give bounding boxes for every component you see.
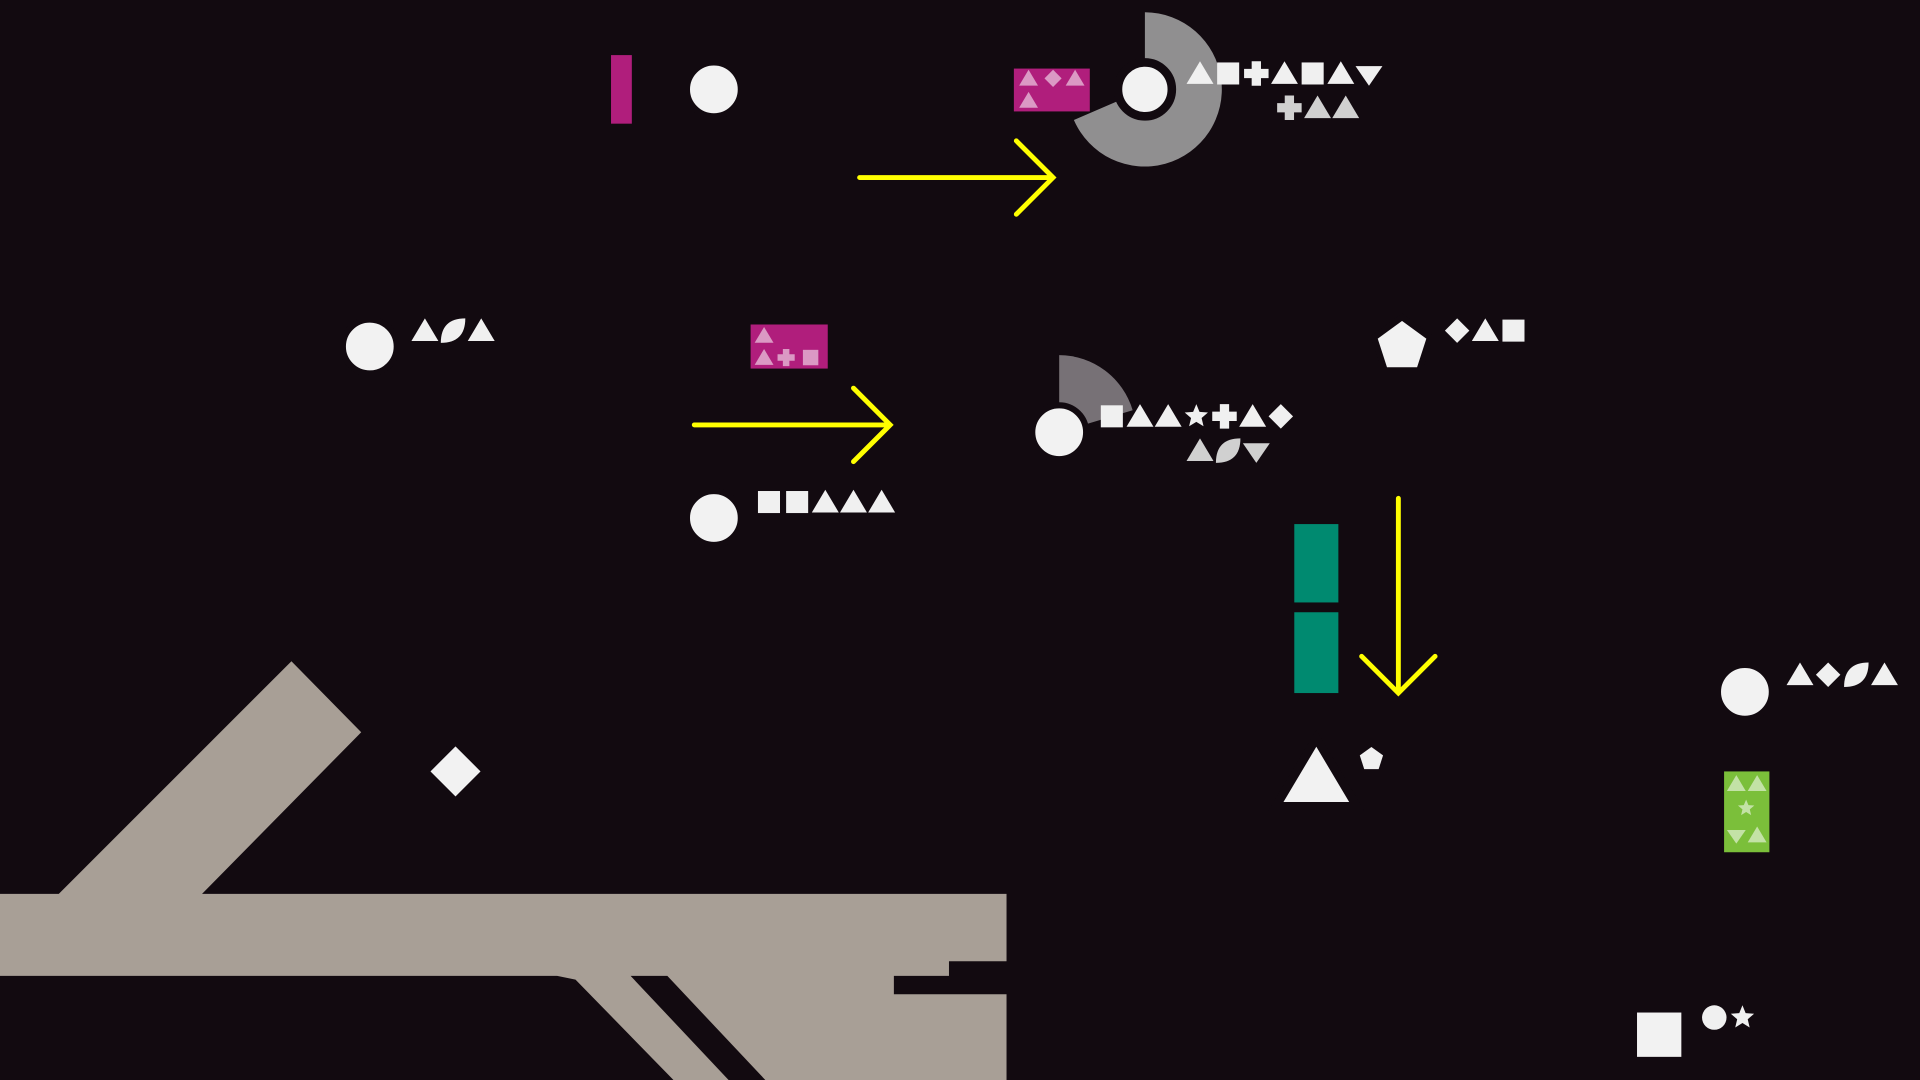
square-passenger-icon	[757, 491, 780, 514]
annotation-arrows	[691, 138, 1438, 697]
station-diamond-station[interactable]	[421, 737, 490, 806]
triangle-passenger-icon	[1271, 61, 1298, 84]
triangle-passenger-icon	[1304, 95, 1332, 119]
triangle-train-passenger-icon	[1019, 91, 1038, 108]
stations	[339, 58, 1775, 1066]
magenta-line-terminus	[611, 55, 632, 124]
train-teal-car-2[interactable]	[1294, 612, 1339, 694]
circle-station-icon	[1714, 661, 1775, 722]
star-passenger-icon	[1730, 1005, 1755, 1028]
circle-station-icon	[683, 59, 744, 120]
circle-station-icon	[1113, 58, 1177, 121]
circle-passenger-icon	[1702, 1005, 1727, 1030]
circle-station-icon	[339, 316, 400, 377]
station-triangle-interchange[interactable]	[1268, 729, 1365, 811]
land-area	[0, 661, 1007, 1080]
triangle-train-passenger-icon	[1747, 775, 1767, 791]
square-passenger-icon	[1217, 62, 1240, 85]
station-pentagon-station[interactable]	[1370, 313, 1434, 374]
cross-passenger-icon	[1244, 61, 1269, 86]
arrow-down-icon	[1359, 495, 1438, 697]
diamond-passenger-icon	[1815, 662, 1841, 687]
triangle-passenger-icon	[1471, 318, 1499, 342]
gem-passenger-icon	[1355, 66, 1383, 86]
triangle-passenger-icon	[1186, 61, 1214, 84]
square-station-icon	[1628, 1003, 1690, 1066]
triangle-train-passenger-icon	[1726, 775, 1746, 791]
triangle-train-passenger-icon	[754, 348, 774, 365]
triangle-passenger-icon	[1332, 95, 1360, 119]
station-circle-middle[interactable]	[1029, 402, 1090, 463]
square-passenger-icon	[1301, 62, 1324, 85]
square-train-passenger-icon	[802, 349, 819, 366]
diamond-station-icon	[421, 737, 490, 806]
triangle-passenger-icon	[1239, 404, 1267, 427]
cross-passenger-icon	[1277, 95, 1302, 120]
triangle-passenger-icon	[811, 489, 839, 513]
diamond-passenger-icon	[1268, 404, 1294, 429]
diamond-passenger-icon	[1444, 318, 1470, 343]
cross-train-passenger-icon	[777, 348, 795, 367]
square-passenger-icon	[1100, 405, 1123, 428]
gem-train-passenger-icon	[1726, 829, 1746, 844]
arrow-right-icon	[691, 385, 894, 465]
triangle-passenger-icon	[1186, 438, 1214, 462]
station-circle-top-interchange[interactable]	[1113, 58, 1177, 121]
triangle-train-passenger-icon	[1065, 69, 1085, 86]
train-teal-car-1[interactable]	[1294, 524, 1339, 603]
triangle-passenger-icon	[467, 318, 495, 342]
square-passenger-icon	[1502, 319, 1525, 342]
waiting-passengers	[411, 61, 1898, 1030]
triangle-passenger-icon	[1126, 404, 1154, 427]
triangle-train-passenger-icon	[1747, 826, 1767, 843]
triangle-passenger-icon	[840, 489, 867, 513]
triangle-passenger-icon	[1786, 662, 1814, 686]
pentagon-passenger-icon	[1359, 746, 1384, 770]
triangle-passenger-icon	[1871, 662, 1898, 686]
station-circle-right[interactable]	[1714, 661, 1775, 722]
star-train-passenger-icon	[1737, 799, 1755, 816]
station-circle-left[interactable]	[339, 316, 400, 377]
leaf-passenger-icon	[1215, 438, 1241, 463]
triangle-passenger-icon	[868, 489, 896, 513]
arrow-right-icon	[857, 138, 1057, 217]
star-passenger-icon	[1184, 404, 1208, 427]
triangle-passenger-icon	[411, 318, 439, 342]
leaf-passenger-icon	[1844, 662, 1869, 687]
cross-passenger-icon	[1212, 404, 1237, 429]
triangle-station-icon	[1268, 729, 1365, 811]
metro-lines	[611, 55, 632, 124]
square-passenger-icon	[786, 491, 809, 514]
triangle-passenger-icon	[1154, 404, 1182, 427]
pentagon-station-icon	[1370, 313, 1434, 374]
station-circle-top-left[interactable]	[683, 59, 744, 120]
gem-passenger-icon	[1242, 443, 1270, 463]
triangle-passenger-icon	[1327, 61, 1355, 84]
trains	[750, 68, 1770, 853]
circle-station-icon	[1029, 402, 1090, 463]
diamond-train-passenger-icon	[1044, 69, 1062, 87]
triangle-train-passenger-icon	[754, 326, 774, 343]
station-circle-lower[interactable]	[683, 487, 744, 548]
triangle-train-passenger-icon	[1019, 69, 1038, 86]
circle-station-icon	[683, 487, 744, 548]
station-square-interchange[interactable]	[1628, 1003, 1690, 1066]
leaf-passenger-icon	[440, 318, 466, 343]
